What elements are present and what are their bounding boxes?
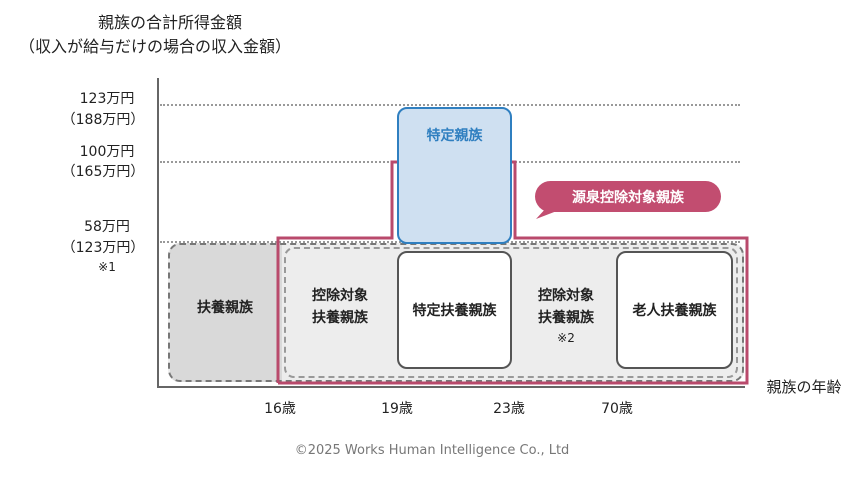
gridline-123	[160, 104, 740, 106]
y-axis-title-line1: 親族の合計所得金額	[97, 13, 243, 32]
x-label-19: 19歳	[381, 401, 413, 417]
deductible2-label-line2: 扶養親族	[538, 310, 594, 326]
y-label-123-income: 123万円	[79, 91, 135, 107]
deductible-label-line2: 扶養親族	[312, 310, 368, 326]
copyright: ©2025 Works Human Intelligence Co., Ltd	[294, 443, 570, 458]
y-axis	[157, 78, 159, 388]
specific-dependent-box: 特定扶養親族	[397, 251, 512, 369]
deductible-dependent-region	[284, 247, 738, 378]
y-label-100-income: 100万円	[79, 144, 135, 160]
deductible-label-line1: 控除対象	[312, 288, 368, 304]
specific-dependent-label: 特定扶養親族	[412, 303, 497, 319]
elderly-dependent-box: 老人扶養親族	[616, 251, 733, 369]
specific-relative-label: 特定親族	[426, 128, 483, 144]
y-label-123-salary: （188万円）	[61, 112, 145, 128]
y-label-100-salary: （165万円）	[61, 164, 145, 180]
x-axis	[157, 386, 745, 388]
specific-relative-box: 特定親族	[397, 107, 512, 244]
deductible2-label-line1: 控除対象	[538, 288, 594, 304]
x-label-23: 23歳	[493, 401, 525, 417]
elderly-dependent-label: 老人扶養親族	[632, 303, 717, 319]
y-axis-title-line2: （収入が給与だけの場合の収入金額）	[18, 37, 292, 56]
dependent-label: 扶養親族	[197, 300, 253, 316]
y-label-58-income: 58万円	[84, 219, 130, 235]
x-label-16: 16歳	[264, 401, 296, 417]
y-label-note-1: ※1	[98, 260, 116, 274]
withholding-relative-bubble: 源泉控除対象親族	[535, 181, 721, 212]
y-label-58-salary: （123万円）	[61, 240, 145, 256]
x-axis-title: 親族の年齢	[766, 378, 842, 396]
x-label-70: 70歳	[601, 401, 633, 417]
deductible2-note: ※2	[557, 331, 575, 345]
